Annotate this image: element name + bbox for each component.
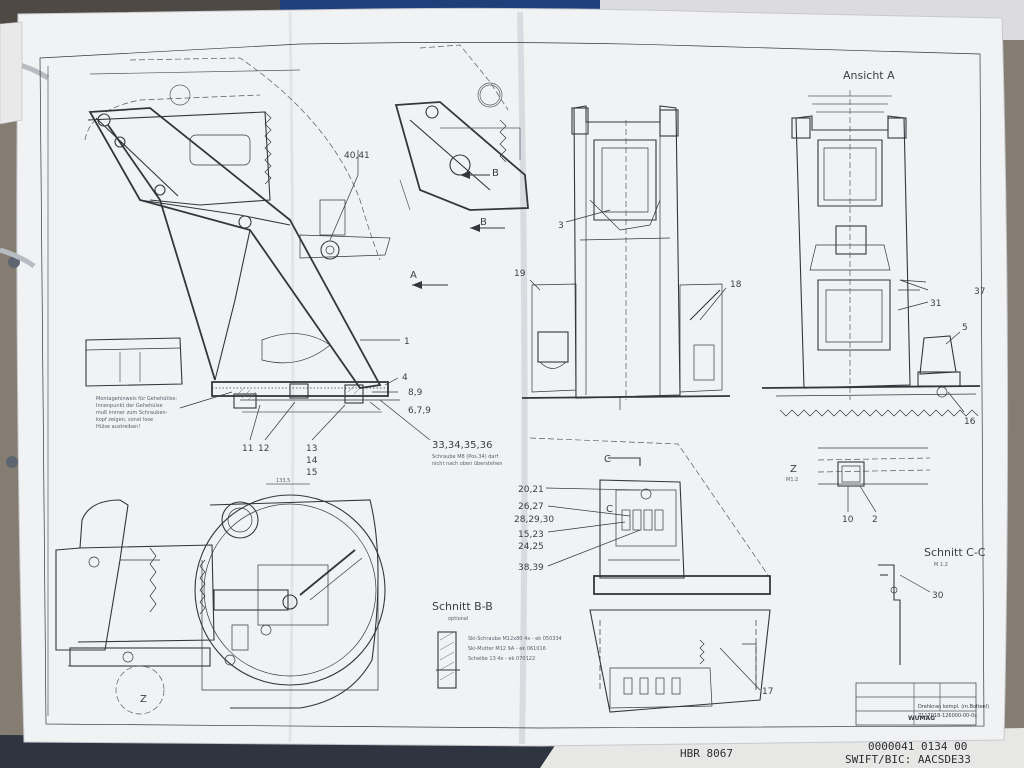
- mount-note-2: Innenpunkt der Gehehülse: [96, 403, 163, 409]
- detail-z-scale: M1:2: [786, 477, 798, 483]
- callout-3: 3: [558, 221, 564, 231]
- callout-12: 12: [258, 444, 269, 454]
- view-a-title: Ansicht A: [843, 69, 895, 82]
- section-bb-title: Schnitt B-B: [432, 600, 493, 613]
- drawing-border: [39, 42, 985, 729]
- callout-38-39: 38,39: [518, 563, 544, 573]
- crane-front-view: [521, 105, 731, 410]
- callout-13: 13: [306, 444, 317, 454]
- callout-5: 5: [962, 323, 968, 333]
- callout-20-21: 20,21: [518, 485, 544, 495]
- mount-note-5: Hülse austreiben!: [96, 424, 140, 430]
- section-cc-scale: M 1:2: [934, 562, 948, 568]
- view-a: Ansicht A: [761, 69, 981, 417]
- callout-11: 11: [242, 444, 253, 454]
- callout-17: 17: [762, 687, 773, 697]
- section-cc-title: Schnitt C-C: [924, 546, 986, 559]
- detail-z: Z M1:2: [786, 447, 931, 487]
- company-label: WUMAG: [908, 715, 935, 722]
- mount-note-3: muß immer zum Schrauben-: [96, 410, 168, 416]
- callout-leaders: [249, 150, 965, 691]
- callout-19: 19: [514, 269, 526, 279]
- callout-numbers: 40,41 1 4 8,9 6,7,9 11 12 13 14 15 33,34…: [242, 151, 985, 697]
- ski-note-3: Scheibe 13 4x - ek 070122: [468, 656, 535, 662]
- arrow-a-label: A: [410, 270, 417, 281]
- callout-2: 2: [872, 515, 878, 525]
- callout-8-9: 8,9: [408, 388, 423, 398]
- arrow-c1-label: C: [604, 454, 611, 465]
- mounting-note: Montagehinweis für Gehehütlse: Innenpunk…: [96, 391, 233, 430]
- callout-15: 15: [306, 468, 317, 478]
- callout-1: 1: [404, 337, 410, 347]
- section-markers: A B B C C: [410, 168, 641, 515]
- callout-16: 16: [964, 417, 976, 427]
- bank-text-2: SWIFT/BIC: AACSDE33: [845, 753, 971, 766]
- binder-rings: [0, 21, 50, 468]
- section-bb-detail: Schnitt B-B optional Ski-Schraube M12x80…: [432, 600, 562, 689]
- section-cc: Schnitt C-C M 1:2: [878, 546, 986, 665]
- end-position-detail: [394, 44, 529, 211]
- drawing-number: 7117018-126000-00-0s: [918, 713, 977, 719]
- callout-40-41: 40,41: [344, 151, 370, 161]
- callout-33-36: 33,34,35,36: [432, 440, 492, 451]
- callout-26-27: 26,27: [518, 502, 544, 512]
- callout-18: 18: [730, 280, 742, 290]
- section-bb-subtitle: optional: [448, 616, 468, 622]
- callout-37: 37: [974, 287, 985, 297]
- ski-note-2: Ski-Mutter M12 9A - ek 061016: [468, 646, 546, 652]
- bank-text-3: 0000041 0134 00: [868, 740, 967, 753]
- title-block: WUMAG Drehkran kompl. (m.Boltenl) 711701…: [855, 682, 989, 726]
- dim-133-label: 133,5: [276, 478, 290, 484]
- callout-30: 30: [932, 591, 944, 601]
- callout-28-30: 28,29,30: [514, 515, 554, 525]
- callout-31: 31: [930, 299, 941, 309]
- mount-note-1: Montagehinweis für Gehehütlse:: [96, 396, 177, 402]
- crane-side-view: [84, 57, 501, 413]
- callout-10: 10: [842, 515, 854, 525]
- callout-14: 14: [306, 456, 318, 466]
- ski-note-1: Ski-Schraube M12x80 4x - ek 050334: [468, 636, 562, 642]
- mount-note-4: kopf zeigen, sonst lose: [96, 417, 153, 423]
- detail-z-label: Z: [140, 694, 147, 705]
- arrow-b2-label: B: [480, 217, 487, 228]
- drawing-sheet: [16, 7, 1009, 747]
- callout-24-25: 24,25: [518, 542, 544, 552]
- callout-6-7-9: 6,7,9: [408, 406, 431, 416]
- arrow-b1-label: B: [492, 168, 499, 179]
- callout-4: 4: [402, 373, 408, 383]
- bank-text-1: HBR 8067: [680, 747, 733, 760]
- crane-top-view: 133,5 Z: [55, 478, 386, 715]
- bolt-note-2: nicht nach oben überstehen: [432, 461, 502, 467]
- callout-15-23: 15,23: [518, 530, 544, 540]
- arrow-c2-label: C: [606, 504, 613, 515]
- drawing-title: Drehkran kompl. (m.Boltenl): [918, 704, 989, 710]
- bolt-note-1: Schraube M8 (Pos.34) darf: [432, 454, 499, 460]
- detail-z-mark: Z: [790, 464, 797, 475]
